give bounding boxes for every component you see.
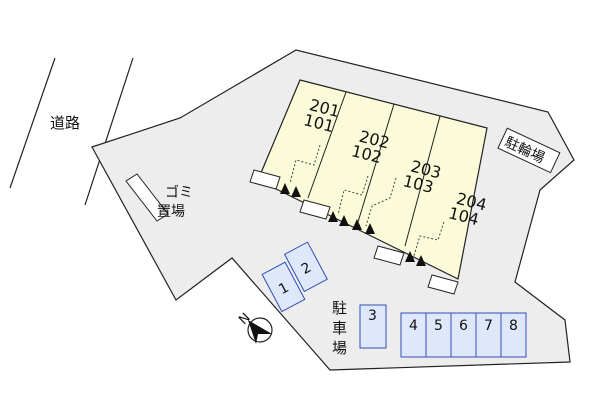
entrance-arrow [352,219,362,230]
parking-space-1: 1 [261,261,306,313]
road-edge-right [84,57,134,206]
road-label: 道路 [50,114,80,132]
unit-divider [307,91,347,199]
parking-space-4: 4 [400,312,427,358]
parking-space-number: 4 [409,318,418,334]
building-outline [257,79,488,280]
entrance-arrow [280,183,290,194]
trash-label-line1: ゴミ [165,184,193,201]
parking-space-box [261,261,306,313]
parking-label-char: 場 [332,339,347,357]
parking-space-7: 7 [475,312,502,358]
compass-needle [248,320,272,344]
entrance-arrow [365,223,375,234]
unit-203-103: 203 103 [401,157,443,197]
unit-path [337,175,369,216]
road-edge-left [9,57,56,189]
parking-space-box [359,304,387,349]
entrance-porch [249,169,281,190]
parking-label-char: 車 [332,319,347,337]
entrance-arrow [291,186,301,197]
entrance-porch [373,245,405,266]
trash-enclosure [125,173,169,222]
lot-inner-edge [85,147,92,205]
unit-divider [404,115,441,247]
parking-space-number: 7 [484,318,493,334]
entrance-arrow [328,211,338,222]
entrance-porch [427,274,459,295]
apartment-building: 201 101 202 102 203 103 204 104 [249,79,489,295]
bicycle-parking-box [497,127,561,174]
entrance-arrow [405,251,415,262]
north-compass-icon: N [236,310,273,344]
parking-space-5: 5 [425,312,452,358]
trash-area: ゴミ 置場 [125,173,193,222]
entrance-arrow [416,255,426,266]
unit-204-104: 204 104 [447,189,489,229]
parking-space-box [475,312,502,358]
parking-space-number: 6 [459,318,468,334]
parking-space-3: 3 [359,304,387,349]
entrance-arrow [339,215,349,226]
unit-divider [357,103,395,223]
parking-space-number: 5 [434,318,443,334]
parking-space-number: 3 [368,308,377,324]
parking-space-box [283,241,328,293]
parking-space-box [425,312,452,358]
parking-label: 駐 車 場 [332,299,347,357]
parking-space-box [400,312,427,358]
parking-label-char: 駐 [332,299,347,317]
entrance-porch [299,199,331,220]
parking-space-2: 2 [283,241,328,293]
trash-label-line2: 置場 [157,204,185,220]
parking-space-box [500,312,527,358]
parking-space-box [450,312,477,358]
parking-space-number: 8 [509,318,518,334]
parking-space-6: 6 [450,312,477,358]
parking-space-8: 8 [500,312,527,358]
unit-path [411,221,445,263]
